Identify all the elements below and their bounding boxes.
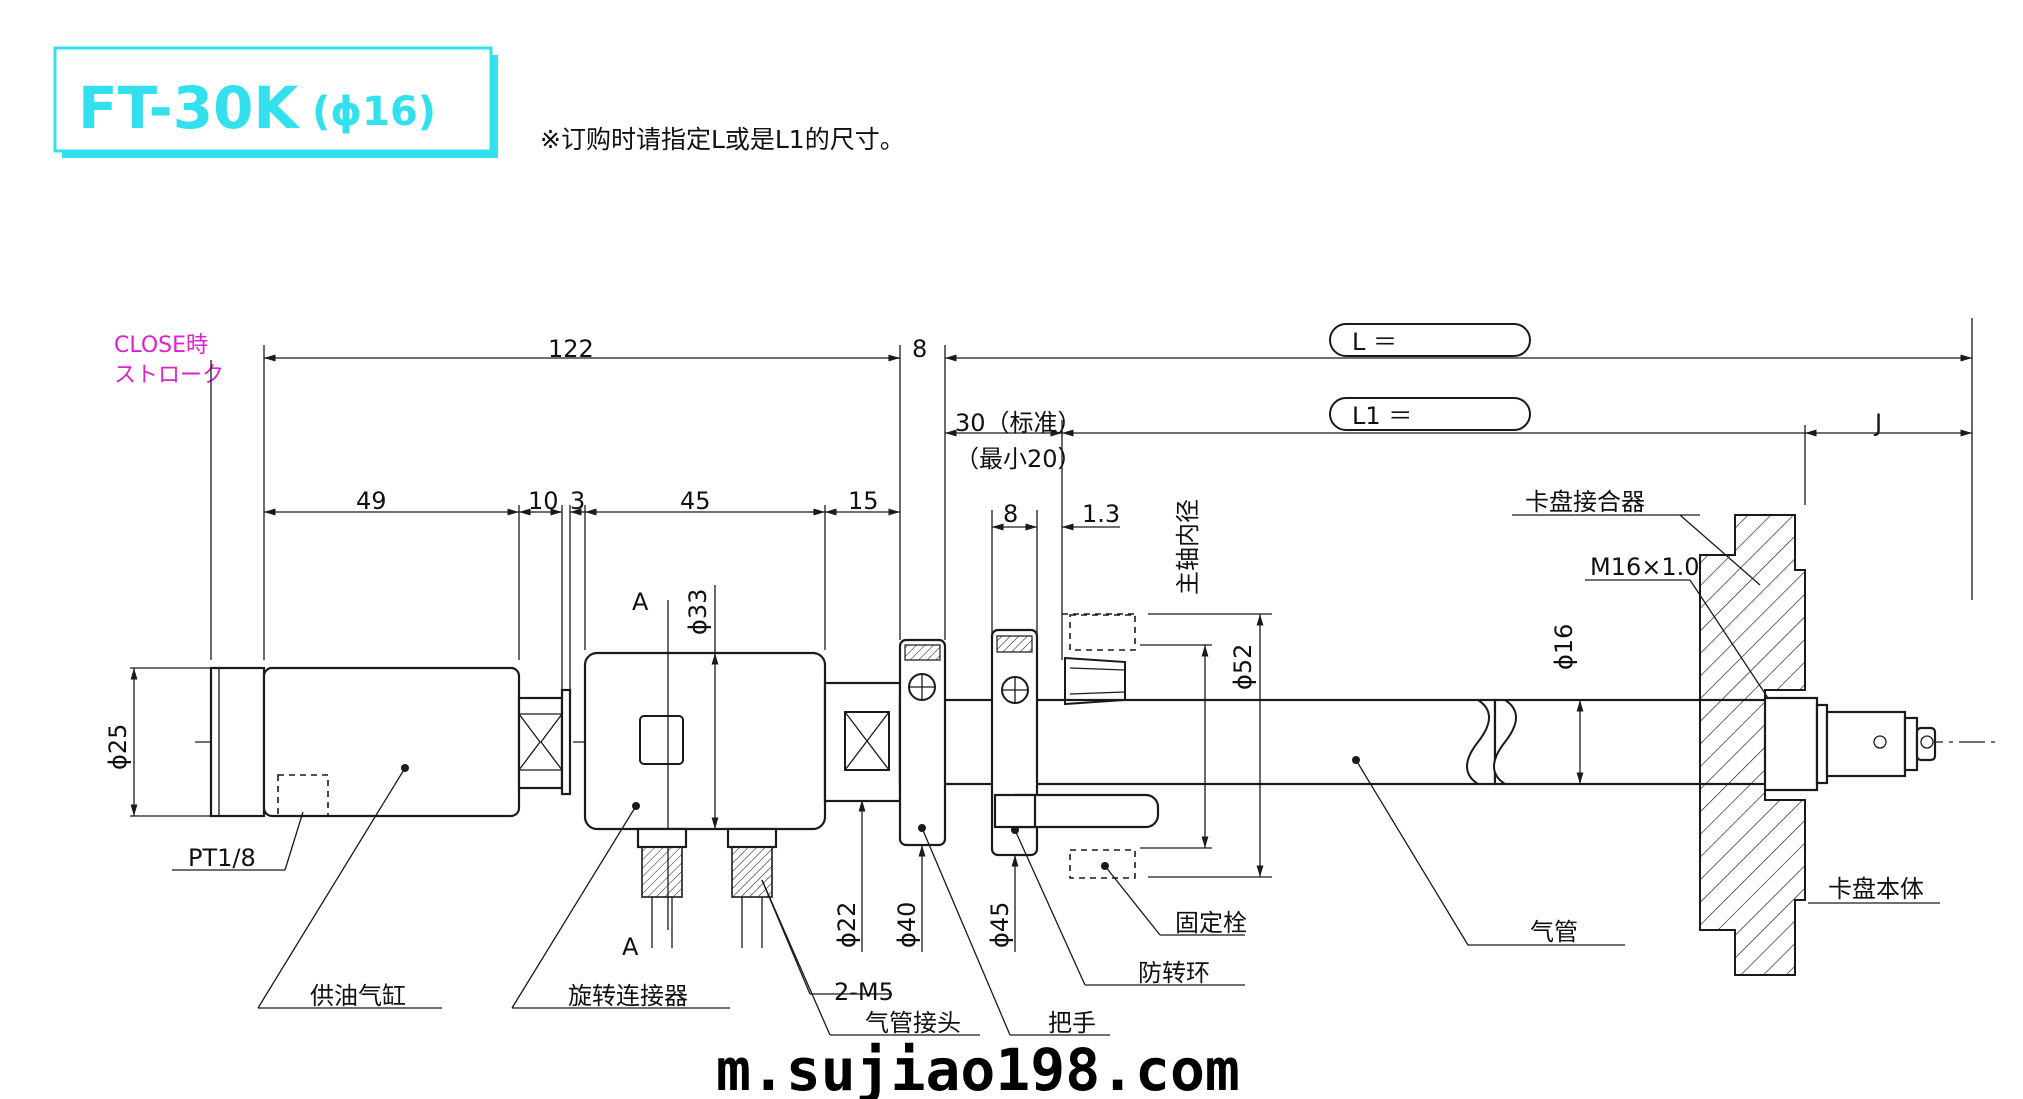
dim-phi52: ϕ52 bbox=[1229, 644, 1257, 690]
label-anti-rotation-ring: 防转环 bbox=[1138, 959, 1210, 987]
chuck bbox=[1699, 514, 1937, 976]
dimension-lines bbox=[264, 354, 1972, 531]
dim-phi40: ϕ40 bbox=[893, 902, 921, 948]
dim-phi25: ϕ25 bbox=[104, 724, 132, 770]
dim-l: L ＝ bbox=[1352, 328, 1397, 356]
leaders bbox=[172, 514, 1940, 1036]
dim-3: 3 bbox=[570, 487, 585, 515]
extension-lines bbox=[210, 318, 1973, 690]
order-note: ※订购时请指定L或是L1的尺寸。 bbox=[540, 125, 905, 154]
label-air-fitting: 气管接头 bbox=[865, 1009, 961, 1037]
oil-cylinder bbox=[209, 666, 572, 818]
title-model: FT-30K bbox=[78, 74, 300, 142]
dim-20: （最小20） bbox=[955, 445, 1082, 473]
section-a-bottom: A bbox=[622, 933, 639, 961]
label-m16: M16×1.0 bbox=[1590, 553, 1700, 581]
l1-input-box bbox=[1329, 397, 1531, 431]
dim-122: 122 bbox=[548, 335, 594, 363]
dim-phi22: ϕ22 bbox=[833, 902, 861, 948]
label-chuck-body: 卡盘本体 bbox=[1828, 875, 1924, 903]
dim-49: 49 bbox=[356, 487, 387, 515]
title-spec: (ϕ16) bbox=[312, 89, 436, 135]
dim-10: 10 bbox=[528, 487, 559, 515]
title-box: FT-30K (ϕ16) bbox=[53, 46, 498, 158]
dim-j: J bbox=[1873, 409, 1882, 437]
dim-30: 30（标准） bbox=[955, 409, 1082, 437]
air-pipe-assembly bbox=[898, 613, 1787, 879]
dim-phi45: ϕ45 bbox=[986, 902, 1014, 948]
label-m5: 2-M5 bbox=[834, 978, 894, 1006]
close-stroke-label-2: ストローク bbox=[114, 363, 224, 388]
label-chuck-adapter: 卡盘接合器 bbox=[1525, 488, 1645, 516]
rotary-joint bbox=[583, 600, 902, 948]
label-pt: PT1/8 bbox=[188, 844, 256, 872]
dim-1-3: 1.3 bbox=[1082, 500, 1120, 528]
label-rotary-joint: 旋转连接器 bbox=[568, 982, 688, 1010]
dim-l1: L1 ＝ bbox=[1352, 402, 1412, 430]
dim-8-top: 8 bbox=[912, 335, 927, 363]
label-fixing-pin: 固定栓 bbox=[1175, 909, 1247, 937]
dim-8: 8 bbox=[1003, 500, 1018, 528]
l-input-box bbox=[1329, 323, 1531, 357]
label-handle: 把手 bbox=[1048, 1009, 1096, 1037]
dim-spindle-bore: 主轴内径 bbox=[1174, 499, 1202, 595]
label-air-pipe: 气管 bbox=[1530, 918, 1578, 946]
close-stroke-label-1: CLOSE時 bbox=[114, 333, 208, 358]
section-a-top: A bbox=[632, 588, 649, 616]
dim-45: 45 bbox=[680, 487, 711, 515]
label-oil-cylinder: 供油气缸 bbox=[310, 982, 406, 1010]
watermark: m.sujiao198.com bbox=[716, 1036, 1240, 1099]
dim-15: 15 bbox=[848, 487, 879, 515]
dim-phi16: ϕ16 bbox=[1550, 624, 1578, 670]
dim-phi33: ϕ33 bbox=[684, 589, 712, 635]
